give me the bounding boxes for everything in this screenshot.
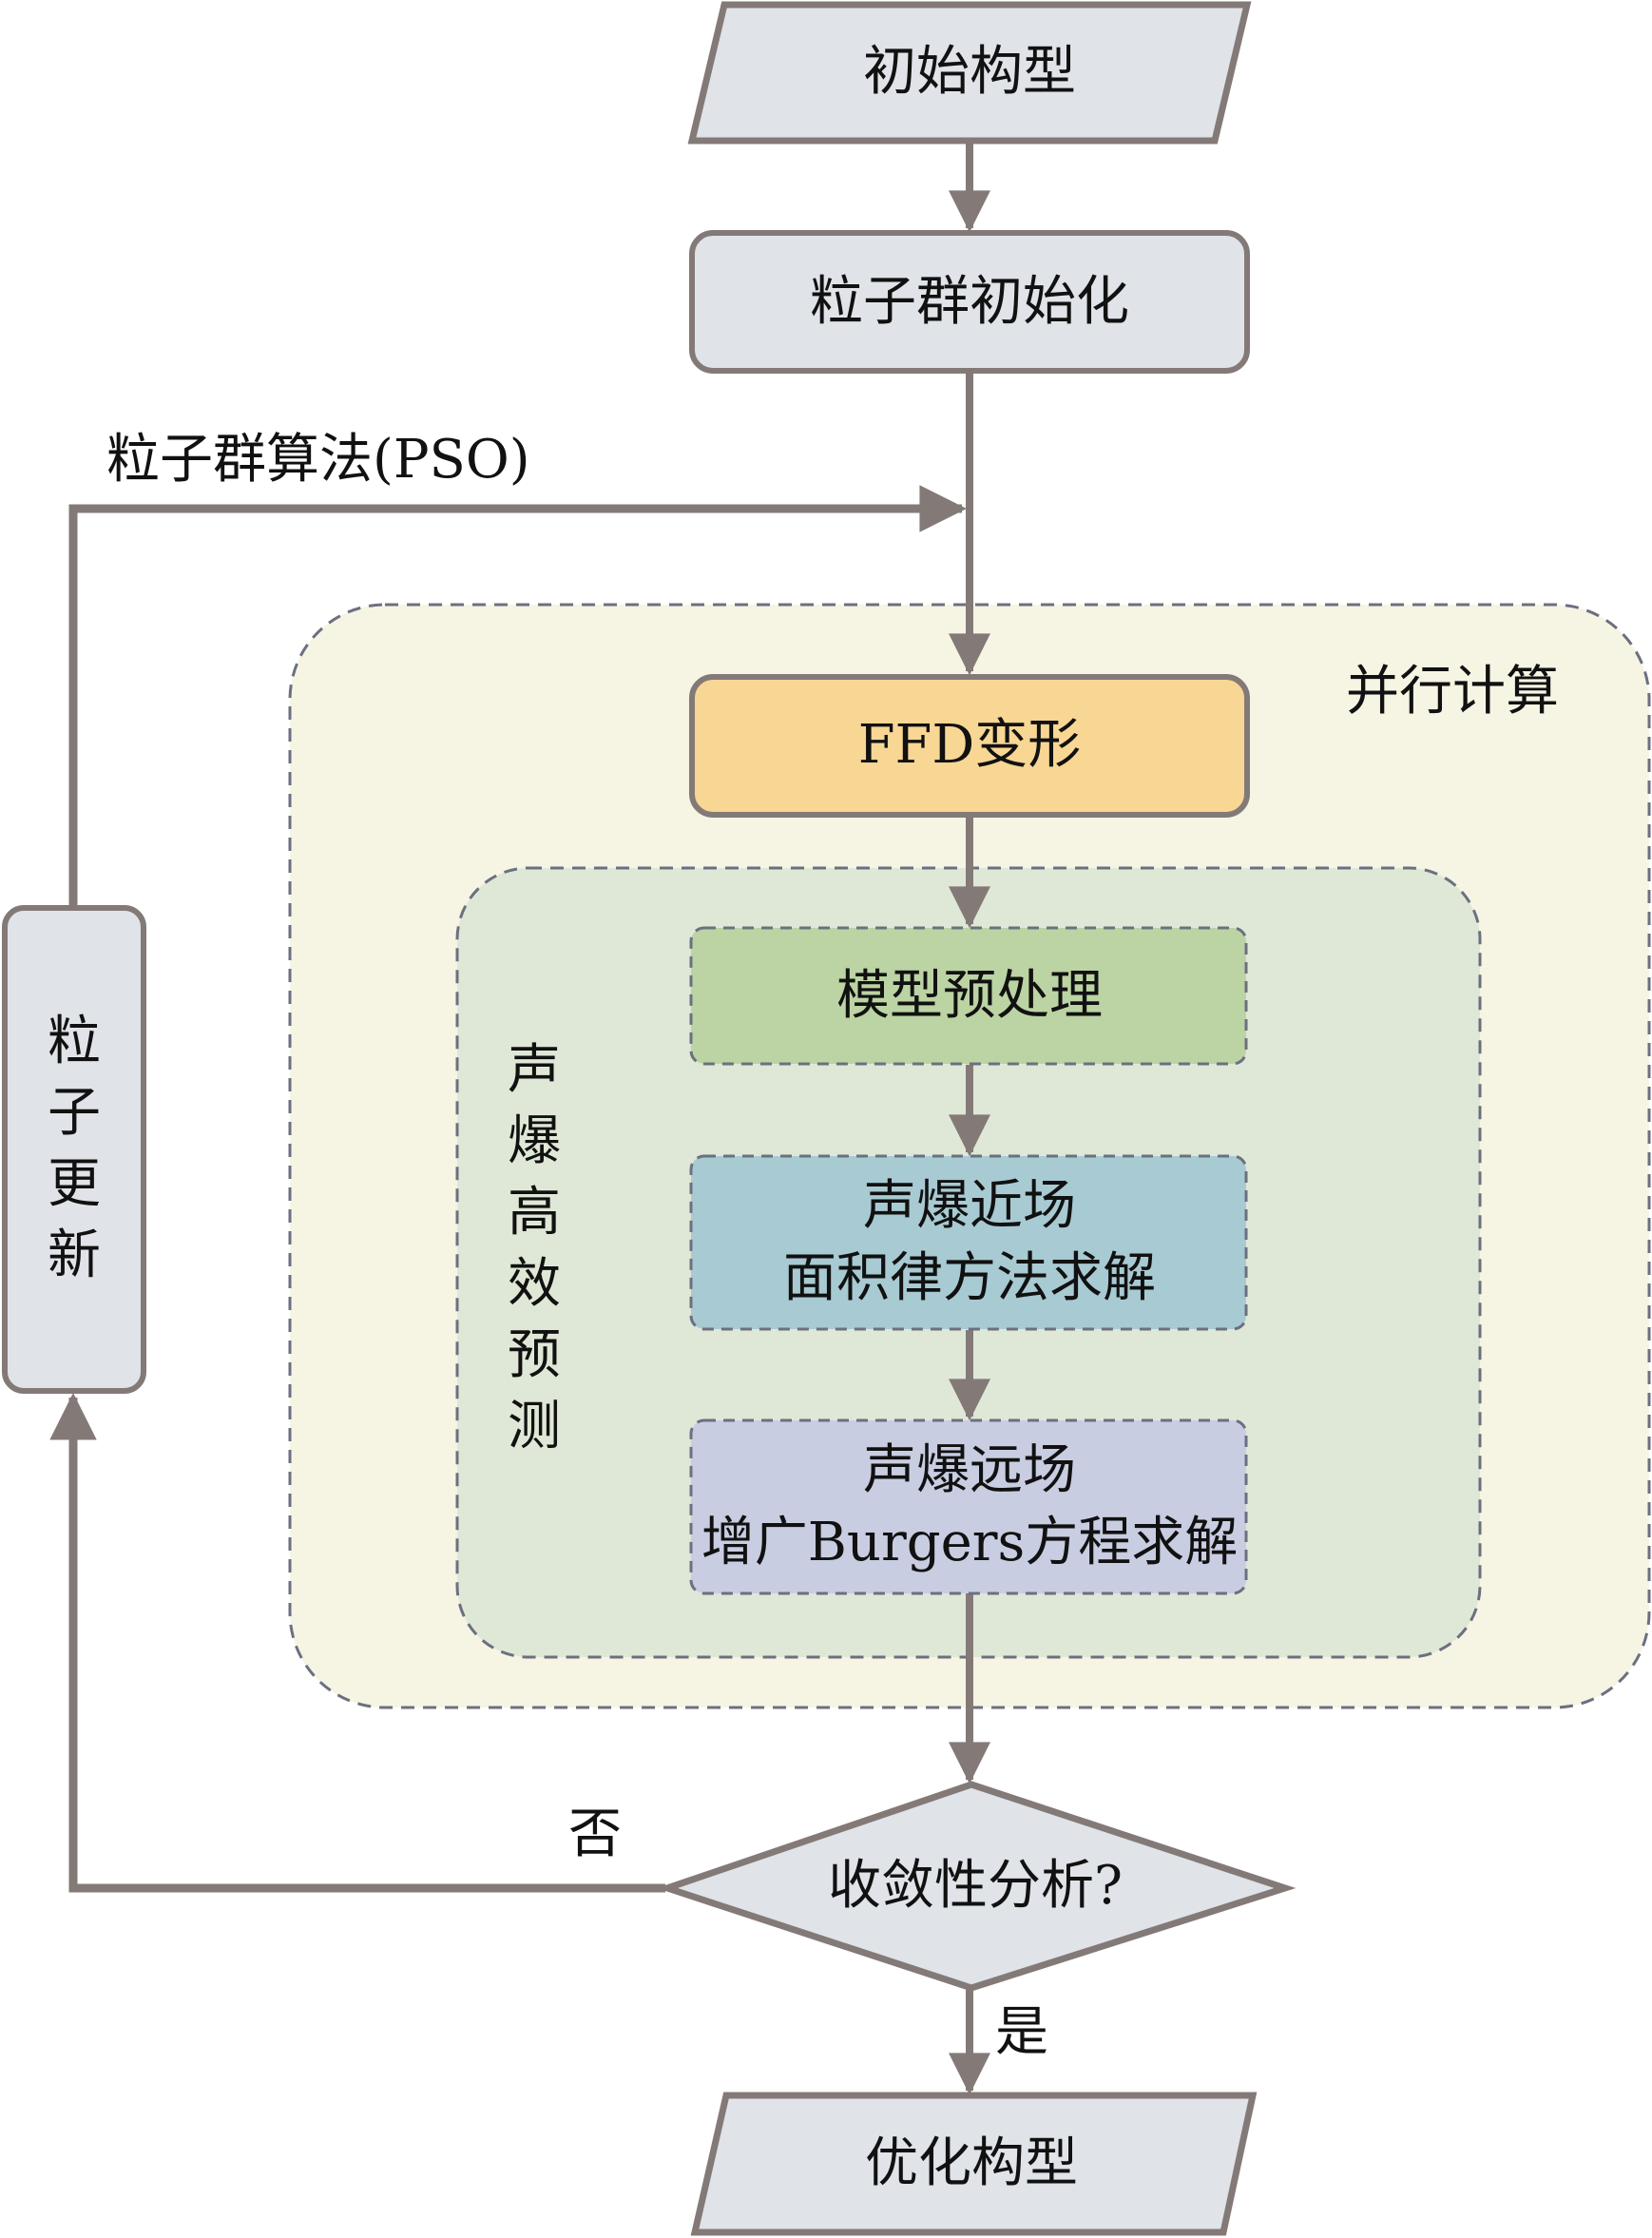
nearfield-node[interactable] (689, 1154, 1248, 1331)
swarm-init-node[interactable] (689, 230, 1250, 374)
farfield-label: 声爆远场 增广Burgers方程求解 (701, 1435, 1238, 1579)
initial-config-node[interactable] (687, 1, 1252, 145)
no-branch-label: 否 (568, 1804, 622, 1865)
yes-branch-label: 是 (995, 2001, 1048, 2063)
particle-update-node[interactable] (2, 905, 146, 1394)
initial-config-label: 初始构型 (863, 41, 1076, 103)
boom-prediction-label: 声爆高效预测 (508, 1039, 561, 1457)
optimized-config-label: 优化构型 (865, 2132, 1078, 2194)
edge-decision-to-update (49, 1393, 665, 1893)
farfield-label-line1: 声爆远场 (862, 1439, 1076, 1501)
nearfield-label-line2: 面积律方法求解 (783, 1247, 1156, 1309)
swarm-init-label: 粒子群初始化 (810, 271, 1129, 333)
convergence-decision-label: 收敛性分析? (827, 1855, 1124, 1917)
parallel-computing-label: 并行计算 (1346, 661, 1559, 723)
model-preprocess-label: 模型预处理 (836, 965, 1103, 1027)
convergence-decision-node[interactable] (656, 1781, 1297, 1992)
nearfield-label: 声爆近场 面积律方法求解 (783, 1170, 1156, 1315)
edge-update-to-merge (68, 485, 967, 907)
nearfield-label-line1: 声爆近场 (863, 1175, 1076, 1237)
ffd-deformation-node[interactable] (689, 674, 1250, 818)
pso-loop-label: 粒子群算法(PSO) (106, 429, 530, 491)
farfield-node[interactable] (689, 1418, 1248, 1595)
model-preprocess-node[interactable] (689, 926, 1248, 1066)
optimized-config-node[interactable] (690, 2092, 1258, 2236)
particle-update-label: 粒子更新 (48, 1011, 101, 1286)
ffd-deformation-label: FFD变形 (857, 714, 1082, 776)
farfield-label-line2: 增广Burgers方程求解 (701, 1512, 1239, 1573)
